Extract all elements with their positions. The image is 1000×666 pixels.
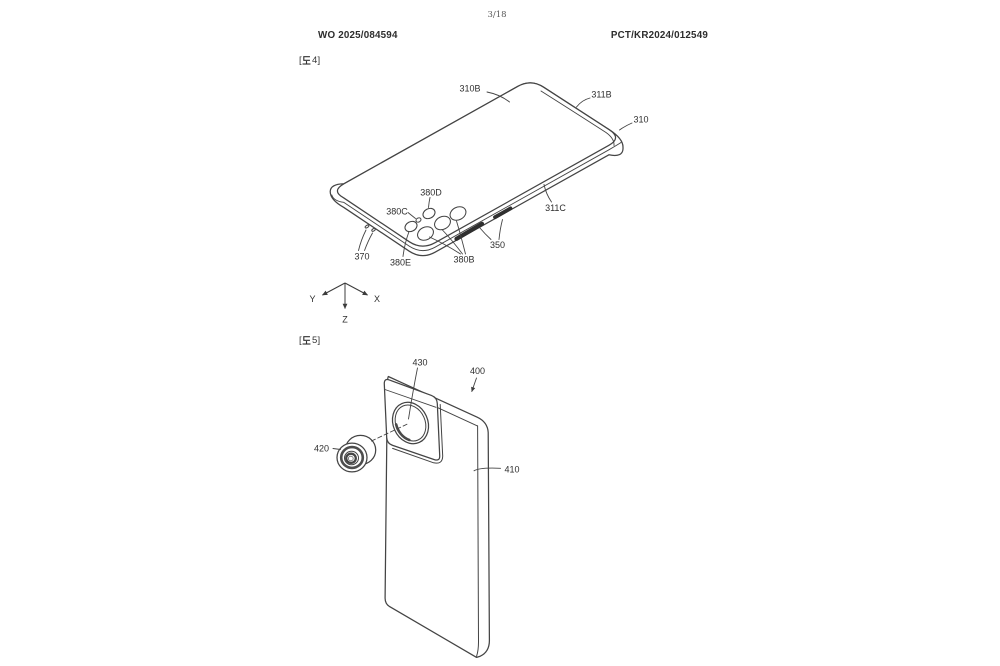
leader-410 — [473, 467, 501, 472]
label-380C: 380C — [386, 207, 408, 217]
camera-lens-380E — [404, 220, 418, 233]
camera-lens-380D — [422, 207, 436, 220]
camera-flash-380C — [415, 217, 422, 223]
leader-380E — [402, 231, 410, 257]
leader-380Bb — [441, 229, 463, 255]
leader-311C — [543, 184, 552, 203]
label-380B: 380B — [453, 255, 474, 265]
leader-310B — [486, 91, 510, 103]
leader-380D — [428, 197, 431, 208]
lens-module — [336, 434, 377, 473]
lens-ring-mid — [344, 450, 359, 466]
leader-370a — [358, 229, 367, 251]
leader-380Bc — [456, 220, 466, 255]
label-400: 400 — [470, 366, 485, 376]
leader-380Ba — [429, 236, 461, 255]
lens-ring-outer — [339, 445, 365, 470]
camera-hole-shading — [394, 423, 411, 442]
hangul-do-glyph — [302, 336, 311, 345]
leader-400-arrow — [471, 377, 477, 393]
hangul-do-glyph — [302, 56, 311, 65]
lens-ring-inner — [345, 452, 357, 465]
coordinate-axes: Y X Z — [309, 282, 380, 325]
fig4-phone-rear-face — [336, 82, 617, 247]
figure5-tag: [ 5] — [299, 335, 320, 346]
label-410: 410 — [504, 465, 519, 475]
page-number: 3/18 — [487, 10, 507, 20]
figure-4: 310B 311B 310 311C 350 370 380E 380B 380… — [329, 82, 649, 268]
axis-label-z: Z — [342, 315, 348, 325]
axis-x-arrow — [344, 282, 369, 296]
side-key-slot-upper — [493, 206, 513, 220]
leader-380C — [407, 212, 416, 219]
leader-311B — [576, 97, 591, 108]
leader-310 — [619, 122, 633, 131]
label-430: 430 — [412, 358, 427, 368]
label-350: 350 — [490, 240, 505, 250]
camera-plate — [383, 378, 441, 461]
leader-350b — [498, 219, 503, 240]
axis-y-arrow — [321, 282, 346, 296]
camera-lens-bottom — [417, 226, 434, 241]
optical-axis-dashed-line — [371, 423, 409, 442]
label-370: 370 — [354, 252, 369, 262]
fig5-right-crease — [476, 425, 480, 657]
publication-number: WO 2025/084594 — [318, 30, 398, 41]
fig4-leader-lines — [358, 91, 633, 257]
label-311C: 311C — [545, 203, 566, 213]
label-310: 310 — [633, 115, 648, 125]
leader-430 — [408, 367, 418, 420]
figure-5: 430 400 420 410 — [314, 358, 520, 659]
camera-hole-outer-rim — [391, 401, 430, 445]
figure5-tag-close: 5] — [311, 335, 321, 346]
axis-label-x: X — [374, 294, 380, 304]
axis-label-y: Y — [309, 294, 315, 304]
label-380D: 380D — [420, 188, 442, 198]
application-number: PCT/KR2024/012549 — [610, 30, 708, 41]
figure4-tag-open: [ — [299, 55, 302, 66]
label-311B: 311B — [591, 90, 611, 100]
figure5-tag-open: [ — [299, 335, 302, 346]
fig4-side-seam — [331, 142, 622, 252]
side-holes-370 — [364, 224, 376, 232]
camera-plate-top-bevel — [384, 389, 437, 408]
lens-center-glass — [347, 455, 354, 462]
fig4-camera-cluster — [404, 206, 467, 241]
leader-420 — [332, 448, 341, 450]
label-310B: 310B — [459, 84, 480, 94]
leader-350a — [479, 227, 492, 240]
label-380E: 380E — [390, 258, 411, 268]
camera-lens-mid — [434, 215, 451, 231]
leader-370b — [364, 232, 373, 251]
figure4-tag-close: 4] — [311, 55, 321, 66]
camera-plate-thickness — [392, 404, 444, 464]
camera-lens-right — [449, 206, 467, 221]
figure4-tag: [ 4] — [299, 55, 320, 66]
fig5-leader-lines — [332, 367, 501, 472]
label-420: 420 — [314, 444, 329, 454]
fig4-edge-highlight — [540, 90, 615, 146]
